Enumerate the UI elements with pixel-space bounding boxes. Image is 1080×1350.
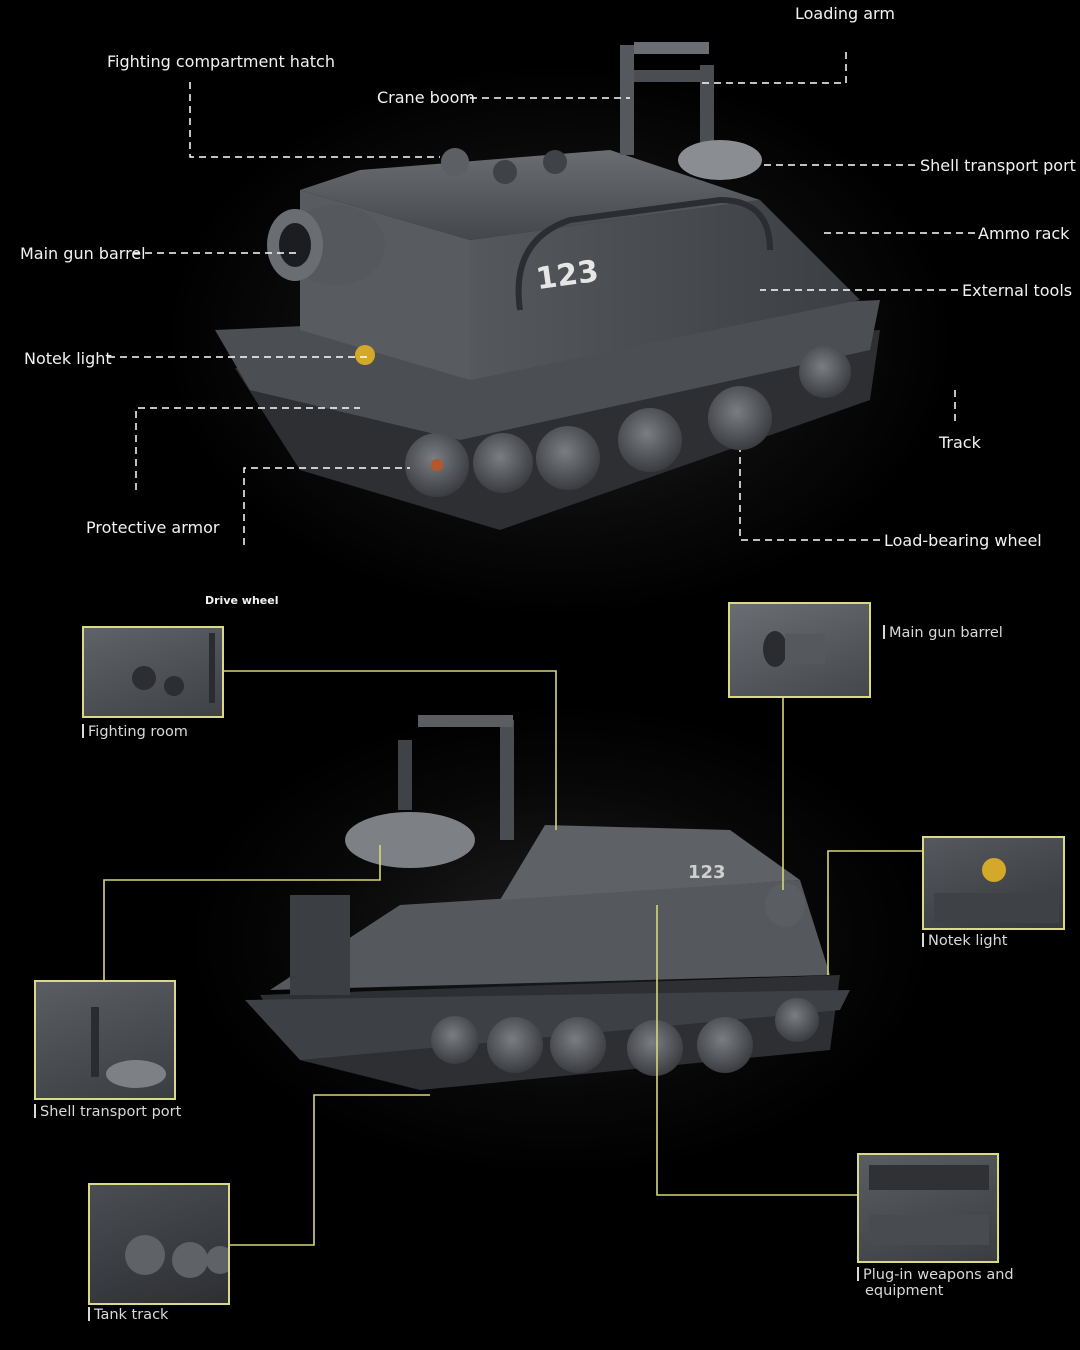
bottom-crane-post [500,720,514,840]
label-track: Track [939,433,981,452]
label-shell-port: Shell transport port [920,156,1076,175]
bottom-crane-arm-2 [398,740,412,810]
top-roof [300,150,760,240]
bottom-hull-side [270,880,830,990]
thumb-shell-port [34,980,176,1100]
caption-main-gun: Main gun barrel [883,625,1003,641]
thumb-notek [922,836,1065,930]
label-ammo-rack: Ammo rack [978,224,1070,243]
bottom-crane-arm [418,715,513,727]
top-road-wheels [405,346,851,497]
label-notek: Notek light [24,349,112,368]
top-crane-arm [634,42,709,54]
top-shell-port [678,140,762,180]
bottom-hull-number: 123 [688,862,726,883]
top-hatch-stud [441,148,469,176]
caption-notek: Notek light [922,933,1007,949]
label-main-gun: Main gun barrel [20,244,146,263]
label-drive-wheel: Drive wheel [205,594,279,607]
top-gun-bore [279,223,311,267]
bottom-fender [245,990,850,1060]
caption-fighting-room: Fighting room [82,724,188,740]
label-load-wheel: Load-bearing wheel [884,531,1042,550]
label-loading-arm: Loading arm [795,4,895,23]
label-armor: Protective armor [86,518,220,537]
top-hatch-1 [493,160,517,184]
label-external-tools: External tools [962,281,1073,300]
top-callout-lines [108,52,975,545]
top-side-plate [470,200,860,380]
caption-tank-track: Tank track [88,1307,168,1323]
bottom-shell-port [345,812,475,868]
top-crane-arm-2 [700,65,714,155]
thumb-main-gun [728,602,871,698]
label-fighting-hatch: Fighting compartment hatch [107,52,335,71]
top-handrail [515,196,773,311]
bottom-rear-racks [290,895,350,995]
top-notek-light [355,345,375,365]
top-crane-link [634,70,704,82]
thumb-tank-track [88,1183,230,1305]
bottom-gun-barrel [765,883,805,927]
caption-shell-port: Shell transport port [34,1104,181,1120]
top-hatch-2 [543,150,567,174]
label-crane-boom: Crane boom [377,88,475,107]
caption-plugin-weapons: Plug-in weapons and equipment [857,1267,1014,1299]
bottom-superstructure [500,825,800,900]
bottom-road-wheels [431,998,819,1076]
thumb-plugin-weapons [857,1153,999,1263]
bottom-callout-lines [103,670,925,1246]
top-crane-post [620,45,634,155]
thumb-fighting-room [82,626,224,718]
